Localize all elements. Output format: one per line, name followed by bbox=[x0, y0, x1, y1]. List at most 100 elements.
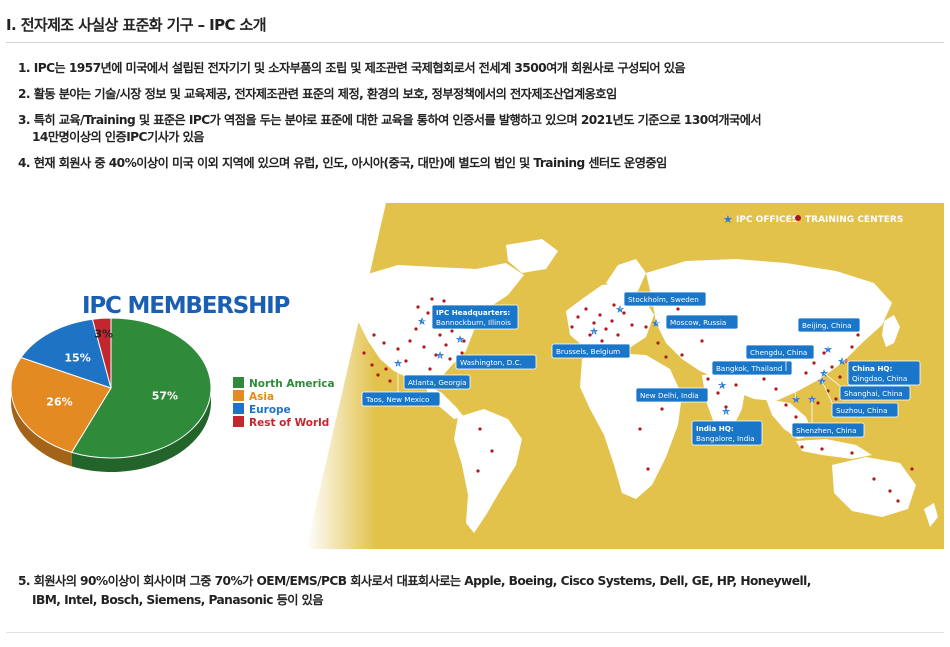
training-center-dot bbox=[438, 333, 442, 337]
office-leader-line bbox=[707, 384, 723, 389]
office-star-icon: ★ bbox=[837, 355, 847, 368]
training-center-dot bbox=[664, 355, 668, 359]
office-label-box bbox=[361, 391, 441, 407]
training-center-dot bbox=[706, 377, 710, 381]
bullet-item-4: 4. 현재 회원사 중 40%이상이 미국 이외 지역에 있으며 유럽, 인도,… bbox=[18, 155, 918, 172]
bullet-list: 1. IPC는 1957년에 미국에서 설립된 전자기기 및 소자부품의 조립 … bbox=[18, 60, 918, 181]
legend-label-asia: Asia bbox=[249, 391, 274, 403]
training-center-dot bbox=[600, 339, 604, 343]
office-label-box bbox=[745, 344, 815, 360]
training-center-dot bbox=[422, 345, 426, 349]
office-label-box bbox=[791, 422, 865, 438]
office-label-line: Moscow, Russia bbox=[670, 318, 726, 327]
office-label-line: Brussels, Belgium bbox=[556, 347, 620, 356]
training-center-dot bbox=[700, 339, 704, 343]
office-label-box bbox=[455, 354, 537, 370]
office-label-box bbox=[623, 291, 707, 307]
chart-title: IPC MEMBERSHIP bbox=[82, 293, 290, 319]
training-center-dot bbox=[598, 313, 602, 317]
training-center-dot bbox=[872, 477, 876, 481]
training-center-dot bbox=[384, 367, 388, 371]
training-center-dot bbox=[856, 333, 860, 337]
training-dot-icon bbox=[795, 215, 801, 221]
bullet-line-continued: 14만명이상의 인증IPC기사가 있음 bbox=[32, 130, 205, 144]
office-label-line: Atlanta, Georgia bbox=[408, 378, 467, 387]
training-center-dot bbox=[830, 365, 834, 369]
office-label-line: New Delhi, India bbox=[640, 391, 699, 400]
japan-shape bbox=[882, 315, 900, 347]
scandinavia-shape bbox=[606, 259, 646, 295]
bullet-item-2: 2. 활동 분야는 기술/시장 정보 및 교육제공, 전자제조관련 표준의 제정… bbox=[18, 86, 918, 103]
training-center-dot bbox=[716, 391, 720, 395]
training-center-dot bbox=[762, 377, 766, 381]
office-label-line-2: Bangalore, India bbox=[696, 434, 755, 443]
office-star-icon: ★ bbox=[791, 393, 801, 406]
training-center-dot bbox=[388, 379, 392, 383]
legend-swatch-asia bbox=[233, 390, 244, 401]
training-center-dot bbox=[630, 323, 634, 327]
member-note: 5. 회원사의 90%이상이 회사이며 그중 70%가 OEM/EMS/PCB … bbox=[18, 572, 918, 610]
new-zealand-shape bbox=[924, 503, 938, 527]
training-center-dot bbox=[896, 499, 900, 503]
pie-slice-rest-of-world bbox=[91, 317, 112, 389]
office-star-icon: ★ bbox=[651, 317, 661, 330]
member-note-line-continued: IBM, Intel, Bosch, Siemens, Panasonic 등이… bbox=[32, 593, 324, 607]
asia-shape bbox=[646, 259, 892, 401]
office-label-box bbox=[831, 402, 899, 418]
training-center-dot bbox=[570, 325, 574, 329]
training-center-dot bbox=[616, 333, 620, 337]
pie-side-north-america bbox=[71, 388, 211, 472]
office-label-line: Bangkok, Thailand bbox=[716, 364, 782, 373]
training-center-dot bbox=[822, 351, 826, 355]
training-center-dot bbox=[834, 397, 838, 401]
training-center-dot bbox=[612, 303, 616, 307]
office-label-line: China HQ: bbox=[852, 364, 892, 373]
training-center-dot bbox=[774, 387, 778, 391]
training-center-dot bbox=[442, 299, 446, 303]
banner-graphic: ★★★★★★★★★★★★★★★★ IPC Headquarters:Bannoc… bbox=[10, 203, 944, 549]
bullet-line: 1. IPC는 1957년에 미국에서 설립된 전자기기 및 소자부품의 조립 … bbox=[18, 61, 686, 75]
training-center-dot bbox=[362, 351, 366, 355]
office-star-icon: ★ bbox=[417, 315, 427, 328]
training-center-dot bbox=[370, 363, 374, 367]
office-label-line: Chengdu, China bbox=[750, 348, 807, 357]
training-center-dot bbox=[416, 305, 420, 309]
training-center-dot bbox=[426, 311, 430, 315]
training-center-dot bbox=[576, 315, 580, 319]
map-fade bbox=[306, 203, 376, 549]
training-center-dot bbox=[430, 297, 434, 301]
training-center-dot bbox=[660, 407, 664, 411]
office-leader-line bbox=[823, 372, 841, 387]
training-center-dot bbox=[734, 383, 738, 387]
pie-slice-north-america bbox=[70, 317, 212, 459]
pie-value-label: 26% bbox=[46, 395, 72, 408]
page-header: I. 전자제조 사실상 표준화 기구 – IPC 소개 bbox=[6, 8, 944, 43]
office-label-box bbox=[551, 343, 631, 359]
training-center-dot bbox=[724, 405, 728, 409]
legend-swatch-north-america bbox=[233, 377, 244, 388]
office-label-line: Suzhou, China bbox=[836, 406, 888, 415]
office-label-box bbox=[847, 360, 921, 386]
office-label-line-2: Qingdao, China bbox=[852, 374, 907, 383]
training-center-dot bbox=[812, 361, 816, 365]
training-center-dot bbox=[428, 367, 432, 371]
office-star-icon: ★ bbox=[723, 213, 733, 226]
legend-label-europe: Europe bbox=[249, 404, 291, 416]
office-label-box bbox=[691, 420, 763, 446]
training-center-dot bbox=[408, 339, 412, 343]
pie-slice-asia bbox=[10, 356, 112, 453]
training-center-dot bbox=[460, 351, 464, 355]
training-center-dot bbox=[646, 467, 650, 471]
training-center-dot bbox=[604, 327, 608, 331]
legend-training-label: TRAINING CENTERS bbox=[805, 215, 903, 225]
training-center-dot bbox=[676, 307, 680, 311]
office-label-line: Shanghai, China bbox=[844, 389, 903, 398]
office-label-line: Washington, D.C. bbox=[460, 358, 522, 367]
training-center-dot bbox=[588, 333, 592, 337]
bullet-line: 3. 특히 교육/Training 및 표준은 IPC가 역점을 두는 분야로 … bbox=[18, 113, 762, 127]
office-star-icon: ★ bbox=[615, 303, 625, 316]
training-center-dot bbox=[490, 449, 494, 453]
training-center-dot bbox=[794, 415, 798, 419]
training-center-dot bbox=[382, 341, 386, 345]
